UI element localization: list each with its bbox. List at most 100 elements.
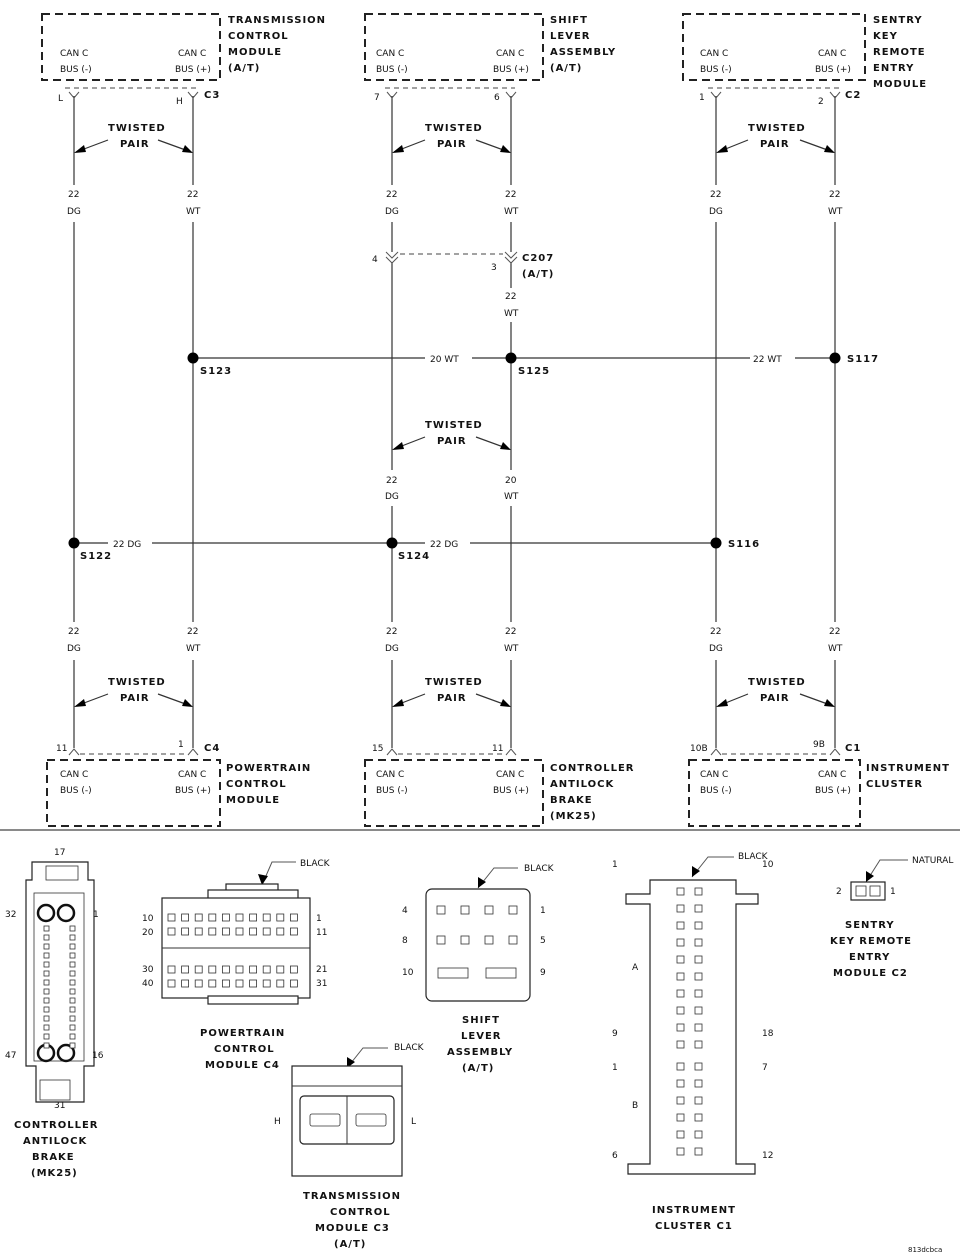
pcm-cavity [221,965,230,974]
w13-color: WT [504,644,519,654]
w11-color: WT [186,644,201,654]
abs-view-pin-1: 1 [93,910,99,920]
wire-labels: 22 DG 22 WT 22 DG 22 WT 22 DG 22 WT 22 W… [67,190,843,654]
ic-cavity [676,955,685,964]
pcm-name-1: POWERTRAIN [226,763,311,774]
ic-view-pin-9: 9 [612,1029,618,1039]
shift-view-label-1: SHIFT [462,1015,500,1026]
ic-view-b: B [632,1101,638,1111]
abs-name-1: CONTROLLER [550,763,635,774]
w6-color: WT [828,207,843,217]
abs-name-2: ANTILOCK [550,779,615,790]
abs-cavity [69,1015,76,1022]
abs-cav-left: 15 [372,744,383,754]
skrem-pin-minus-bus: BUS (-) [700,65,732,75]
pcm-cav-right: 1 [178,740,184,750]
splice-s125 [505,352,517,364]
pcm-cavity [167,913,176,922]
ic-cavity [676,904,685,913]
pcm-name-2: CONTROL [226,779,287,790]
skrem-cav-right: 2 [818,97,824,107]
ic-pin-plus-bus: BUS (+) [815,786,851,796]
pcm-view-pin-20: 20 [142,928,154,938]
ic-cavity [694,938,703,947]
w3-gauge: 22 [386,190,397,200]
tp4-line1: TWISTED [425,420,483,431]
w11-gauge: 22 [187,627,198,637]
shift-cav-left: 7 [374,93,380,103]
inline-connector-c207: 4 3 C207 (A/T) [372,251,554,280]
abs-cavity [69,1042,76,1049]
pcm-cavity [289,979,298,988]
tcm-connector-view: BLACK H L TRANSMISSION CONTROL MODULE C3… [274,1043,425,1250]
skrem-pin-minus-can: CAN C [700,49,728,59]
ic-cavity [694,1130,703,1139]
ic-cav-right: 9B [813,740,825,750]
pcm-view-pin-10: 10 [142,914,154,924]
ic-cavity [676,921,685,930]
splice-s122 [68,537,80,549]
pcm-cavity [221,927,230,936]
splices: S123 S125 S117 S122 S124 S116 [68,352,879,562]
shift-view-pin-5: 5 [540,936,546,946]
tp6-line2: PAIR [437,693,467,704]
w3-color: DG [385,207,399,217]
pcm-cavity [289,965,298,974]
abs-cavity [69,1006,76,1013]
ic-cavity [676,1023,685,1032]
tp3-line1: TWISTED [748,123,806,134]
abs-cavity [43,979,50,986]
abs-cavity [69,952,76,959]
shift-view-label-4: (A/T) [462,1063,494,1074]
ic-view-label-1: INSTRUMENT [652,1205,736,1216]
abs-cavity [43,1042,50,1049]
w5-gauge: 22 [710,190,721,200]
pcm-cavity [262,913,271,922]
s124-label: S124 [398,551,430,562]
pcm-cavity [208,927,217,936]
pcm-cavity [289,913,298,922]
skrem-pin-plus-can: CAN C [818,49,846,59]
skrem-view-label-1: SENTRY [845,920,895,931]
w1-gauge: 22 [68,190,79,200]
abs-cavity [69,970,76,977]
splice-s116 [710,537,722,549]
module-shift-lever: CAN C BUS (-) CAN C BUS (+) SHIFT LEVER … [364,13,615,81]
ic-name-1: INSTRUMENT [866,763,950,774]
skrem-connector-id: C2 [845,90,861,101]
tcm-name-3: MODULE [228,47,282,58]
pcm-view-pin-21: 21 [316,965,327,975]
ic-view-color: BLACK [738,852,769,862]
shift-view-pin-9: 9 [540,968,546,978]
tp6-line1: TWISTED [425,677,483,688]
abs-pin-minus-bus: BUS (-) [376,786,408,796]
pcm-cavity [221,979,230,988]
abs-cavity [43,925,50,932]
pcm-cavity [181,913,190,922]
shift-name-1: SHIFT [550,15,588,26]
tp7-line2: PAIR [760,693,790,704]
tcm-name-4: (A/T) [228,63,260,74]
tcm-view-label-3: MODULE C3 [315,1223,390,1234]
ic-cavity [694,1147,703,1156]
abs-cavity [69,979,76,986]
abs-cavity [69,997,76,1004]
skrem-name-4: ENTRY [873,63,914,74]
abs-cavity [43,934,50,941]
shift-pin-minus-bus: BUS (-) [376,65,408,75]
abs-view-pin-47: 47 [5,1051,16,1061]
ic-view-pin-10: 10 [762,860,774,870]
pcm-cavity [249,979,258,988]
module-pcm: CAN C BUS (-) CAN C BUS (+) POWERTRAIN C… [46,759,311,827]
shift-cavity [460,935,470,945]
pcm-cavity [249,913,258,922]
pcm-cavity [276,965,285,974]
w15-color: WT [828,644,843,654]
s117-label: S117 [847,354,879,365]
ic-pin-minus-can: CAN C [700,770,728,780]
w15-gauge: 22 [829,627,840,637]
c207-cav-left: 4 [372,255,378,265]
ic-pin-minus-bus: BUS (-) [700,786,732,796]
c207-note: (A/T) [522,269,554,280]
shift-cavity [436,935,446,945]
